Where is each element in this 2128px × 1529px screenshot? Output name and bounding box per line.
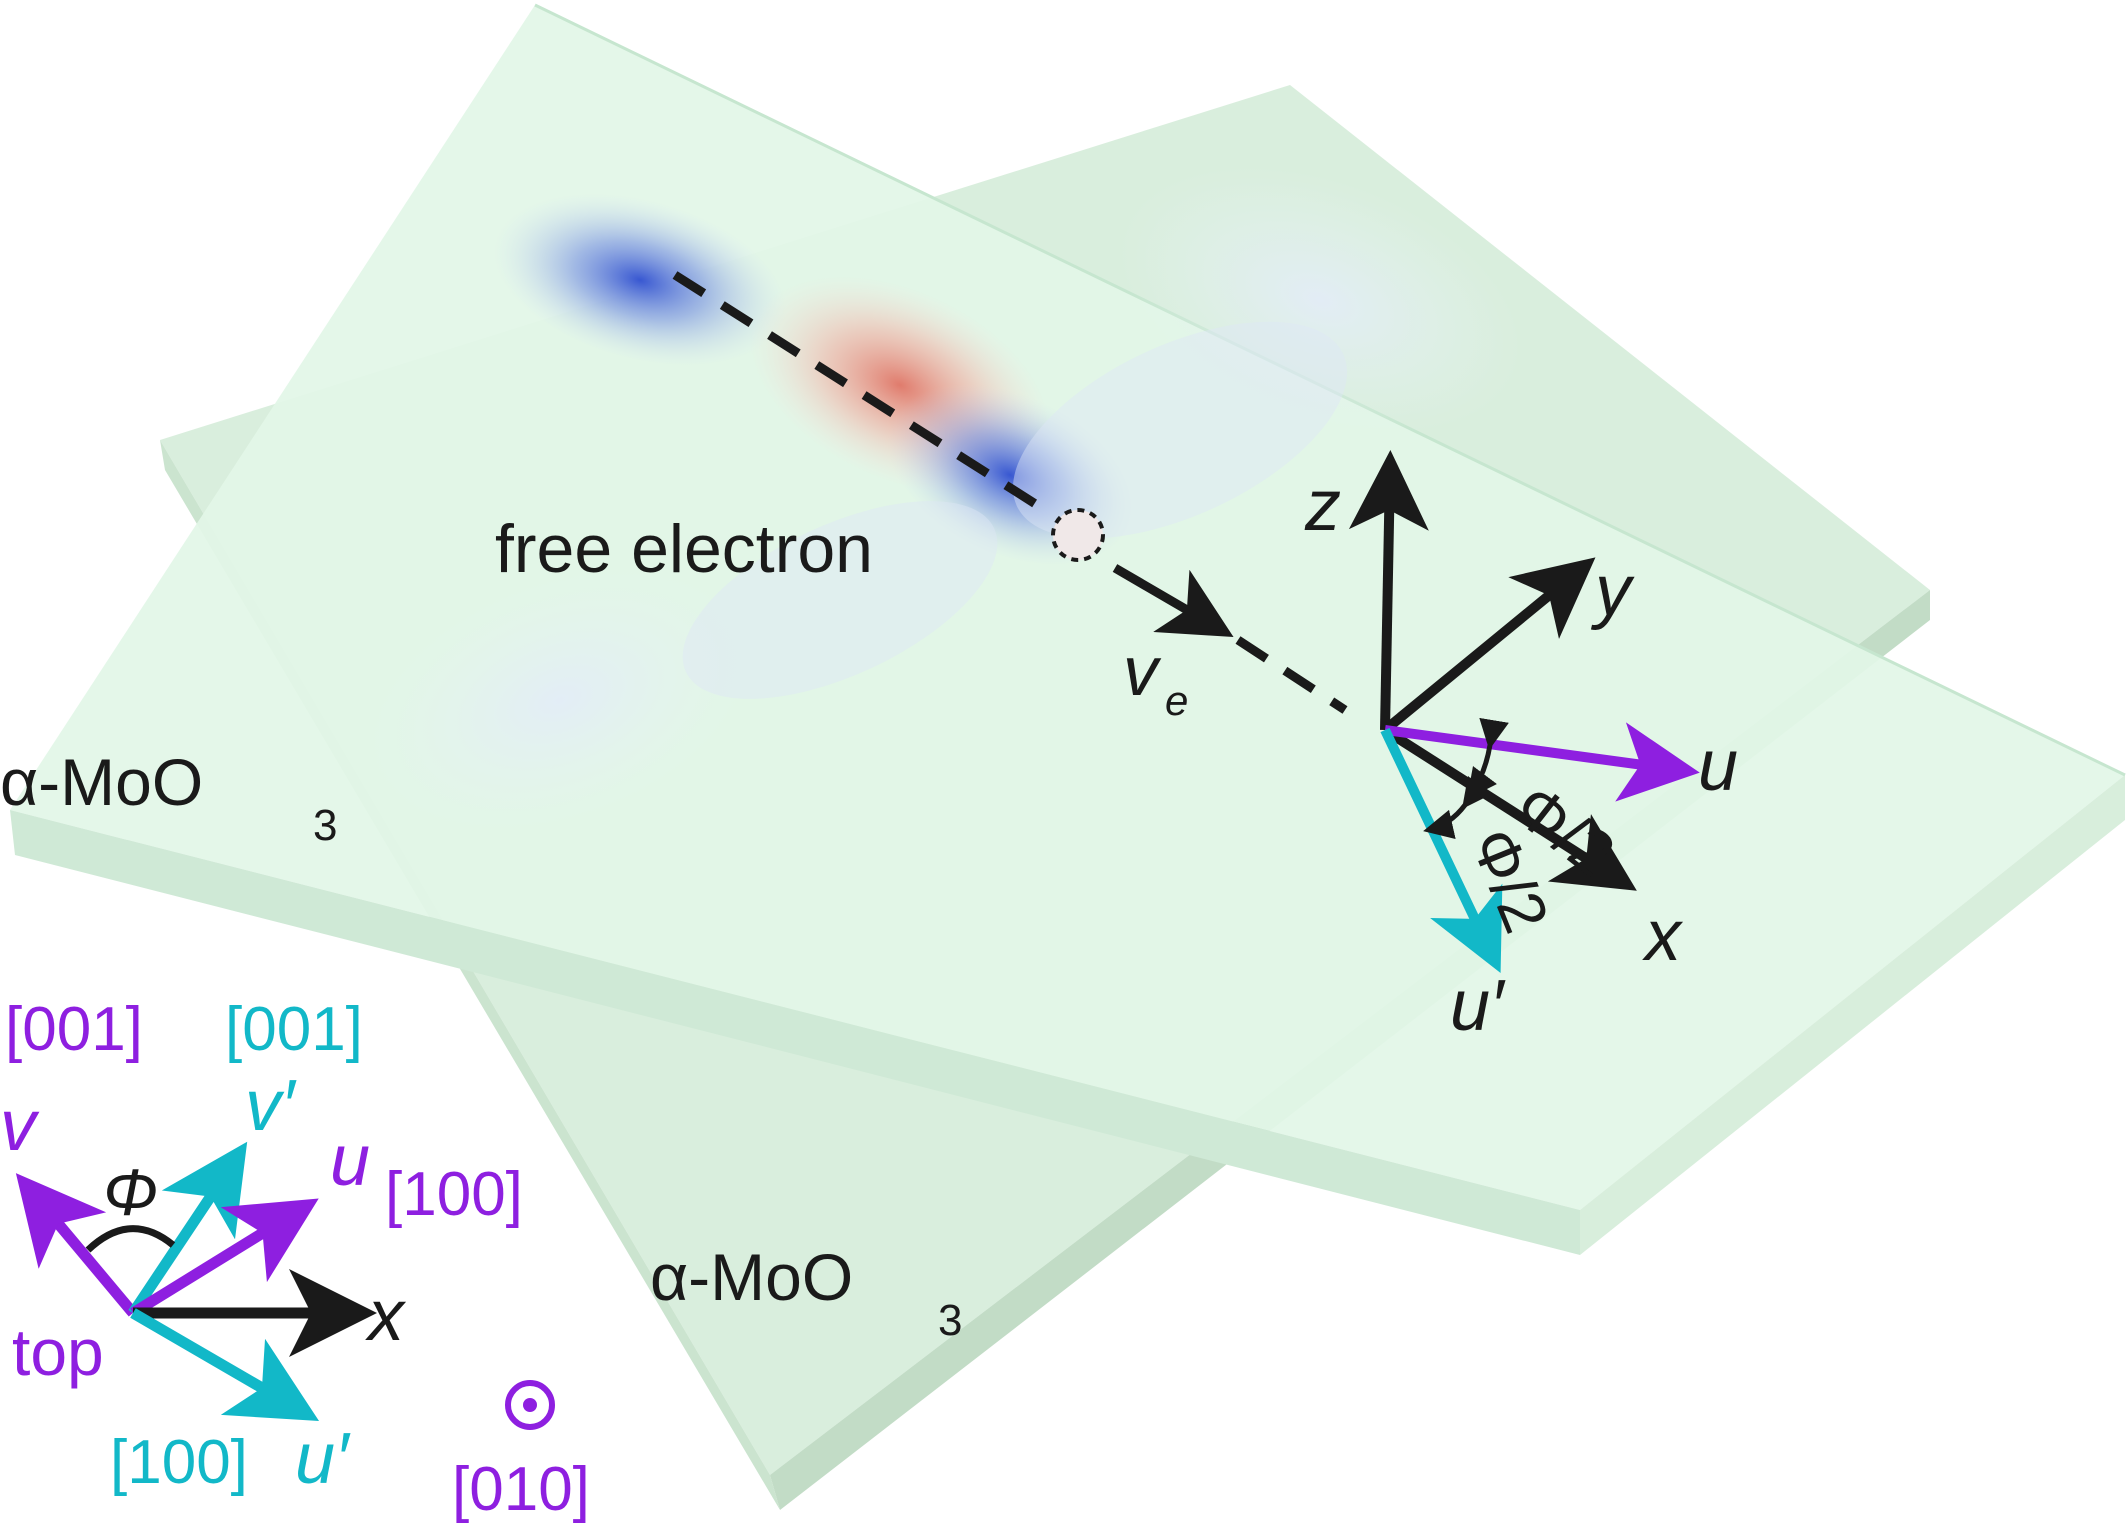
material-subscript-bottom: 3 — [938, 1296, 962, 1345]
material-label-top: α-MoO — [0, 745, 203, 819]
out-of-plane-icon — [505, 1380, 555, 1430]
inset-angle-arc — [85, 1225, 176, 1253]
u-prime-axis — [1380, 727, 1503, 974]
field-pattern — [367, 166, 1522, 832]
free-electron-label: free electron — [495, 511, 873, 587]
material-label-bottom: α-MoO — [650, 1240, 853, 1314]
y-axis-label: y — [1590, 551, 1635, 631]
u-axis — [1384, 722, 1700, 802]
z-axis — [1348, 450, 1429, 731]
inset-v-prime-label: v′ — [245, 1066, 297, 1146]
inset-v-prime-arrow — [128, 1141, 248, 1317]
coordinate-system — [1348, 450, 1700, 974]
inset-v-arrow — [15, 1173, 138, 1317]
inset-top-label: top — [12, 1315, 104, 1389]
inset-u-arrow — [130, 1198, 319, 1318]
inset-dir-001-bottom: [001] — [225, 995, 363, 1064]
velocity-label: v — [1123, 632, 1162, 710]
z-axis-label: z — [1304, 466, 1341, 546]
half-angle-arc-lower — [1423, 776, 1493, 840]
inset-u-prime-arrow — [130, 1308, 320, 1422]
u-axis-label: u — [1698, 726, 1738, 806]
inset-dir-100-top: [100] — [385, 1160, 523, 1229]
u-prime-axis-label: u′ — [1450, 966, 1506, 1046]
y-axis — [1381, 557, 1596, 734]
inset-dir-010: [010] — [452, 1455, 590, 1524]
inset-dir-001-top: [001] — [5, 995, 143, 1064]
out-of-plane-icon-dot — [523, 1398, 537, 1412]
free-electron-marker — [1051, 508, 1105, 562]
velocity-arrow — [1112, 564, 1234, 638]
inset-dir-100-bottom: [100] — [110, 1428, 248, 1497]
inset-u-label: u — [330, 1121, 370, 1201]
velocity-subscript: e — [1165, 677, 1188, 724]
inset-v-label: v — [0, 1086, 40, 1166]
electron-trajectory-front — [1235, 636, 1348, 714]
x-axis — [1382, 725, 1637, 891]
inset-legend — [15, 1141, 555, 1430]
material-subscript-top: 3 — [313, 801, 337, 850]
x-axis-label: x — [1642, 896, 1684, 976]
inset-u-prime-label: u′ — [295, 1419, 351, 1499]
inset-angle-label: Φ — [103, 1155, 158, 1229]
inset-x-label: x — [365, 1276, 407, 1356]
electron-trajectory-back — [672, 271, 1048, 514]
